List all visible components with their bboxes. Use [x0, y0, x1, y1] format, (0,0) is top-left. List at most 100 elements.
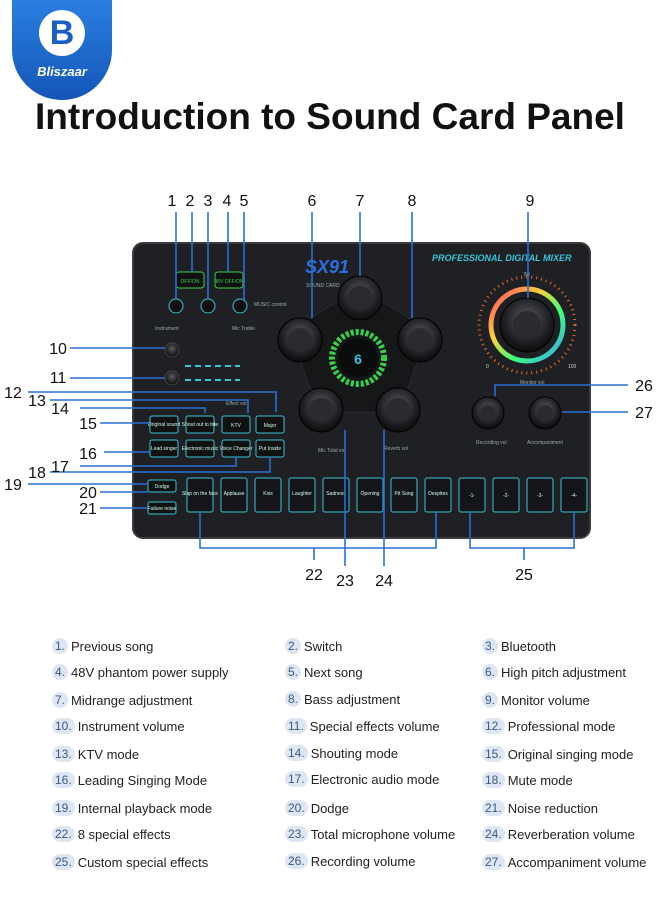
bass-knob	[397, 317, 443, 363]
legend-item-23: 23.Total microphone volume	[285, 826, 455, 842]
bluetooth-button	[200, 298, 216, 314]
svg-text:Put Inside: Put Inside	[259, 446, 281, 452]
svg-text:Despites: Despites	[428, 491, 448, 497]
switch-button-label: OFF/ON	[181, 279, 200, 285]
callout-16: 16	[79, 446, 97, 463]
model-sub-label: SOUND CARD	[306, 283, 340, 289]
callout-21: 21	[79, 501, 97, 518]
callout-4: 4	[223, 193, 232, 210]
pad-5	[322, 477, 350, 513]
scale-0: 0	[486, 364, 489, 370]
effect-vol-label: Effect vol	[226, 401, 246, 407]
callout-9: 9	[526, 193, 535, 210]
svg-text:-4-: -4-	[571, 493, 577, 499]
legend-item-27: 27.Accompaniment volume	[482, 854, 646, 870]
callout-22: 22	[305, 567, 323, 584]
midrange-knob	[337, 275, 383, 321]
instrument-knob-label: Instrument	[155, 326, 179, 332]
svg-text:Original sound: Original sound	[148, 422, 180, 428]
next-song-button	[232, 298, 248, 314]
svg-text:-1-: -1-	[469, 493, 475, 499]
monitor-scale	[477, 275, 577, 375]
svg-text:Lead singer: Lead singer	[151, 446, 177, 452]
ktv-button	[221, 415, 251, 434]
monitor-ring	[488, 286, 566, 364]
pad-custom-1	[458, 477, 486, 513]
svg-text:Failure noise: Failure noise	[148, 506, 177, 512]
dodge-button	[147, 479, 177, 493]
music-control-label: MUSIC control	[254, 302, 287, 308]
legend-item-11: 11.Special effects volume	[285, 718, 440, 734]
svg-text:-3-: -3-	[537, 493, 543, 499]
svg-text:Kiss: Kiss	[263, 491, 273, 497]
center-display-value: 6	[354, 351, 362, 367]
pad-4	[288, 477, 316, 513]
callout-23: 23	[336, 573, 354, 590]
pad-custom-3	[526, 477, 554, 513]
legend-item-5: 5.Next song	[285, 664, 363, 680]
svg-text:Slap on the face: Slap on the face	[182, 491, 218, 497]
legend-item-10: 10.Instrument volume	[52, 718, 185, 734]
legend-item-2: 2.Switch	[285, 638, 342, 654]
recording-label: Recording vol	[476, 440, 507, 446]
legend-item-16: 16.Leading Singing Mode	[52, 772, 207, 788]
legend-item-20: 20.Dodge	[285, 800, 349, 816]
callout-12: 12	[4, 385, 22, 402]
monitor-label: Monitor vol	[520, 380, 544, 386]
svg-text:Shout out to tide: Shout out to tide	[182, 422, 219, 428]
logo-text: Bliszaar	[37, 64, 87, 79]
logo-letter: B	[39, 10, 85, 56]
legend-item-4: 4.48V phantom power supply	[52, 664, 229, 680]
callout-5: 5	[240, 193, 249, 210]
prev-song-button	[168, 298, 184, 314]
callout-24: 24	[375, 573, 393, 590]
accompaniment-label: Accompaniment	[527, 440, 563, 446]
callout-27: 27	[635, 405, 653, 422]
svg-text:Sadness: Sadness	[326, 491, 346, 497]
svg-text:Opening: Opening	[361, 491, 380, 497]
lead-singer-button	[149, 439, 179, 458]
pad-8	[424, 477, 452, 513]
model-label: SX91	[305, 257, 349, 277]
accompaniment-knob	[528, 396, 562, 430]
svg-text:Major: Major	[264, 423, 277, 429]
header-label: PROFESSIONAL DIGITAL MIXER	[432, 253, 572, 263]
callout-20: 20	[79, 485, 97, 502]
svg-text:Dodge: Dodge	[155, 484, 170, 490]
treble-knob	[277, 317, 323, 363]
callout-7: 7	[356, 193, 365, 210]
effects-knob	[164, 370, 180, 386]
legend: 1.Previous song 2.Switch 3.Bluetooth 4.4…	[0, 628, 660, 898]
legend-item-22: 22.8 special effects	[52, 826, 171, 842]
scale-50: 50	[524, 272, 530, 278]
svg-text:Applause: Applause	[224, 491, 245, 497]
electronic-music-button	[185, 439, 215, 458]
callout-25: 25	[515, 567, 533, 584]
phantom-button	[214, 271, 244, 289]
pad-6	[356, 477, 384, 513]
legend-item-9: 9.Monitor volume	[482, 692, 590, 708]
legend-item-18: 18.Mute mode	[482, 772, 573, 788]
shout-button	[185, 415, 215, 434]
legend-item-21: 21.Noise reduction	[482, 800, 598, 816]
monitor-knob	[499, 297, 555, 353]
callout-lines	[28, 212, 628, 566]
legend-item-13: 13.KTV mode	[52, 746, 139, 762]
callout-numbers: 1 2 3 4 5 6 7 8 9 10 11 12 13 14 15 16 1…	[4, 193, 653, 590]
callout-3: 3	[204, 193, 213, 210]
legend-item-1: 1.Previous song	[52, 638, 153, 654]
legend-item-19: 19.Internal playback mode	[52, 800, 212, 816]
reverb-label: Reverb vol	[384, 446, 408, 452]
svg-text:Pit Song: Pit Song	[395, 491, 414, 497]
instrument-knob	[164, 342, 180, 358]
svg-text:Laughter: Laughter	[292, 491, 312, 497]
legend-item-12: 12.Professional mode	[482, 718, 615, 734]
callout-14: 14	[51, 401, 69, 418]
svg-text:-2-: -2-	[503, 493, 509, 499]
callout-17: 17	[51, 459, 69, 476]
callout-1: 1	[168, 193, 177, 210]
legend-item-24: 24.Reverberation volume	[482, 826, 635, 842]
effect-pads: Slap on the face Applause Kiss Laughter …	[182, 477, 588, 513]
center-display-ring	[329, 329, 387, 387]
